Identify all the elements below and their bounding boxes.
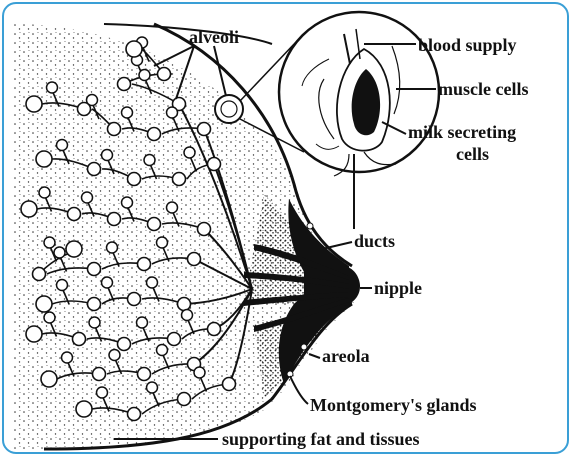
alveolus	[78, 103, 91, 116]
alveolus	[122, 197, 133, 208]
alveolus	[144, 155, 155, 166]
alveolus	[139, 70, 150, 81]
alveolus	[122, 107, 133, 118]
alveolus	[109, 350, 120, 361]
alveolus	[33, 268, 46, 281]
alveolus	[73, 333, 86, 346]
alveolus	[157, 237, 168, 248]
alveolus	[44, 312, 55, 323]
alveolus	[66, 241, 82, 257]
alveolus	[138, 368, 151, 381]
alveolus	[194, 367, 205, 378]
label-ducts: ducts	[354, 231, 395, 251]
alveolus	[167, 107, 178, 118]
alveolus	[158, 68, 171, 81]
alveolus	[178, 393, 191, 406]
alveolus	[168, 333, 181, 346]
alveolus	[147, 277, 158, 288]
alveolus	[36, 296, 52, 312]
alveolus	[26, 96, 42, 112]
alveolus	[26, 326, 42, 342]
alveolus	[147, 382, 158, 393]
montgomery-gland	[307, 223, 313, 229]
alveolus	[167, 202, 178, 213]
label-milk-secreting-cells: cells	[456, 144, 489, 164]
alveolus	[208, 158, 221, 171]
breast-anatomy-diagram: alveoli blood supply muscle cells milk s…	[4, 4, 569, 454]
alveolus	[41, 371, 57, 387]
diagram-frame: alveoli blood supply muscle cells milk s…	[2, 2, 569, 454]
alveolus	[128, 408, 141, 421]
alveolus	[36, 151, 52, 167]
label-alveoli: alveoli	[189, 27, 239, 47]
montgomery-gland	[301, 344, 307, 350]
alveolus	[148, 128, 161, 141]
alveolus	[102, 277, 113, 288]
alveolus	[208, 323, 221, 336]
alveolus	[57, 280, 68, 291]
alveolus	[93, 368, 106, 381]
alveolus	[102, 150, 113, 161]
alveolus	[182, 310, 193, 321]
alveolus	[108, 123, 121, 136]
alveolus	[82, 192, 93, 203]
label-montgomerys-glands: Montgomery's glands	[310, 395, 477, 415]
alveolus	[184, 147, 195, 158]
label-nipple: nipple	[374, 278, 422, 298]
label-muscle-cells: muscle cells	[438, 79, 528, 99]
alveolus	[47, 82, 58, 93]
alveolus	[137, 317, 148, 328]
alveolus	[126, 41, 142, 57]
alveolus	[89, 317, 100, 328]
alveolus	[21, 201, 37, 217]
alveolus	[44, 237, 55, 248]
alveolus	[97, 387, 108, 398]
alveolus	[88, 263, 101, 276]
alveolus	[54, 247, 65, 258]
alveolus	[198, 123, 211, 136]
label-areola: areola	[322, 346, 370, 366]
alveolus	[57, 140, 68, 151]
label-milk-secreting: milk secreting	[408, 122, 516, 142]
alveolus	[148, 218, 161, 231]
alveolus	[88, 298, 101, 311]
alveolus	[39, 187, 50, 198]
label-supporting-tissue: supporting fat and tissues	[222, 429, 420, 449]
alveolus	[128, 293, 141, 306]
alveolus	[178, 298, 191, 311]
alveolus	[223, 378, 236, 391]
alveolus	[68, 208, 81, 221]
alveolus	[173, 173, 186, 186]
alveolus	[118, 78, 131, 91]
alveolus	[88, 163, 101, 176]
alveolus	[198, 223, 211, 236]
alveolus	[118, 338, 131, 351]
alveolus	[128, 173, 141, 186]
alveolus	[62, 352, 73, 363]
label-blood-supply: blood supply	[418, 35, 517, 55]
alveolus	[107, 242, 118, 253]
alveolus	[76, 401, 92, 417]
alveolus	[188, 253, 201, 266]
alveolus	[138, 258, 151, 271]
alveolus	[108, 213, 121, 226]
alveolus	[157, 345, 168, 356]
